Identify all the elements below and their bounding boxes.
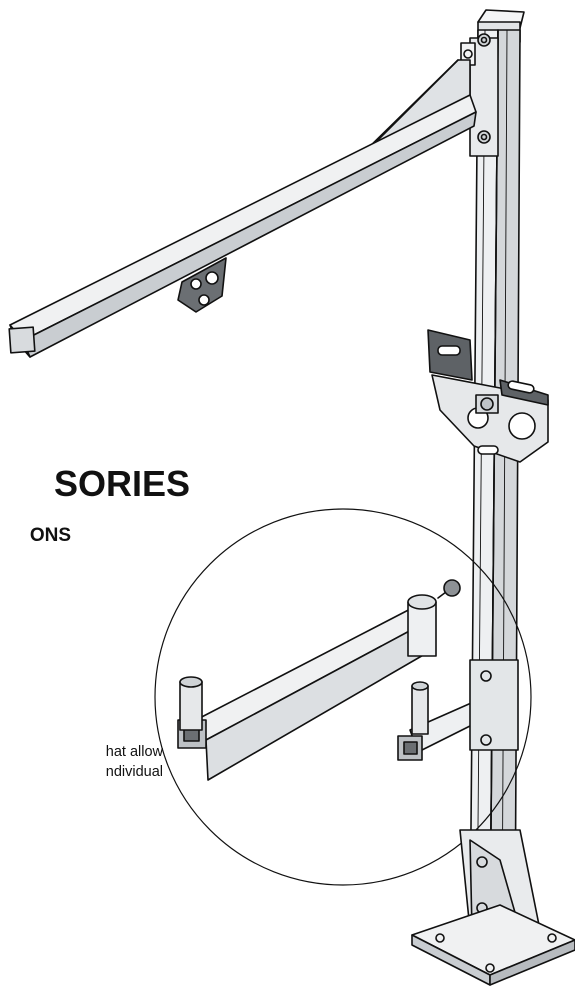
- detail-short-arm: [397, 659, 519, 761]
- page-subheading: ONS: [29, 525, 71, 546]
- top-clamp: [460, 33, 499, 157]
- base-foot: [411, 829, 575, 986]
- detail-circle: [154, 508, 532, 886]
- body-text-line: hat allow: [105, 744, 163, 760]
- body-text-line: ndividual: [105, 764, 163, 780]
- page-heading: SORIES: [53, 463, 190, 504]
- horizontal-arm: [8, 94, 477, 358]
- detail-swivel-arm: [177, 579, 461, 781]
- mounting-bracket: [427, 329, 549, 463]
- hanging-bracket: [177, 257, 227, 313]
